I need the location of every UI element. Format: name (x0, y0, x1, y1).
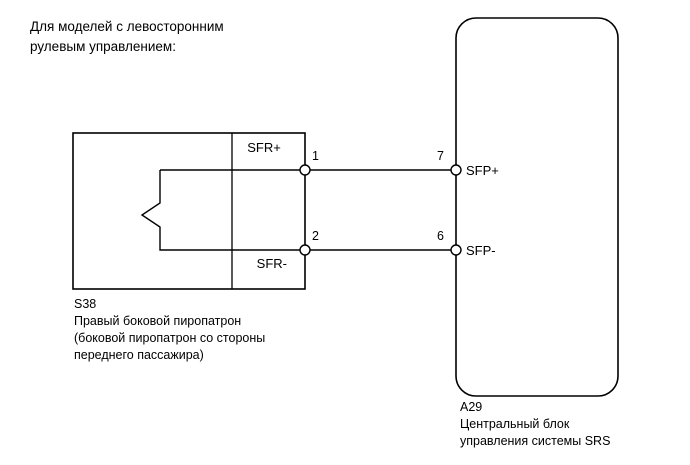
left-pin-number-negative: 2 (312, 229, 319, 243)
heading-line-2: рулевым управлением: (30, 39, 176, 54)
heading-line-1: Для моделей с левосторонним (30, 19, 224, 34)
right-pin-number-negative: 6 (437, 229, 444, 243)
terminal-right-pin-6 (450, 244, 462, 256)
terminal-left-pin-1 (299, 164, 311, 176)
right-component-box (455, 17, 619, 397)
left-caption-line-2: (боковой пиропатрон со стороны (74, 331, 265, 345)
right-pin-number-positive: 7 (437, 149, 444, 163)
squib-symbol (140, 170, 232, 251)
terminal-right-pin-7 (450, 164, 462, 176)
left-component-box (72, 132, 306, 290)
left-caption-code: S38 (74, 297, 96, 311)
right-caption-code: A29 (460, 400, 482, 414)
right-signal-label-positive: SFP+ (466, 163, 499, 178)
left-signal-label-positive: SFR+ (247, 140, 281, 155)
left-pin-number-positive: 1 (312, 149, 319, 163)
left-caption-line-1: Правый боковой пиропатрон (74, 314, 241, 328)
left-signal-label-negative: SFR- (257, 256, 287, 271)
terminal-left-pin-2 (299, 244, 311, 256)
right-signal-label-negative: SFP- (466, 243, 496, 258)
left-caption-line-3: переднего пассажира) (74, 348, 204, 362)
right-caption-line-2: управления системы SRS (460, 434, 610, 448)
right-caption-line-1: Центральный блок (460, 417, 570, 431)
